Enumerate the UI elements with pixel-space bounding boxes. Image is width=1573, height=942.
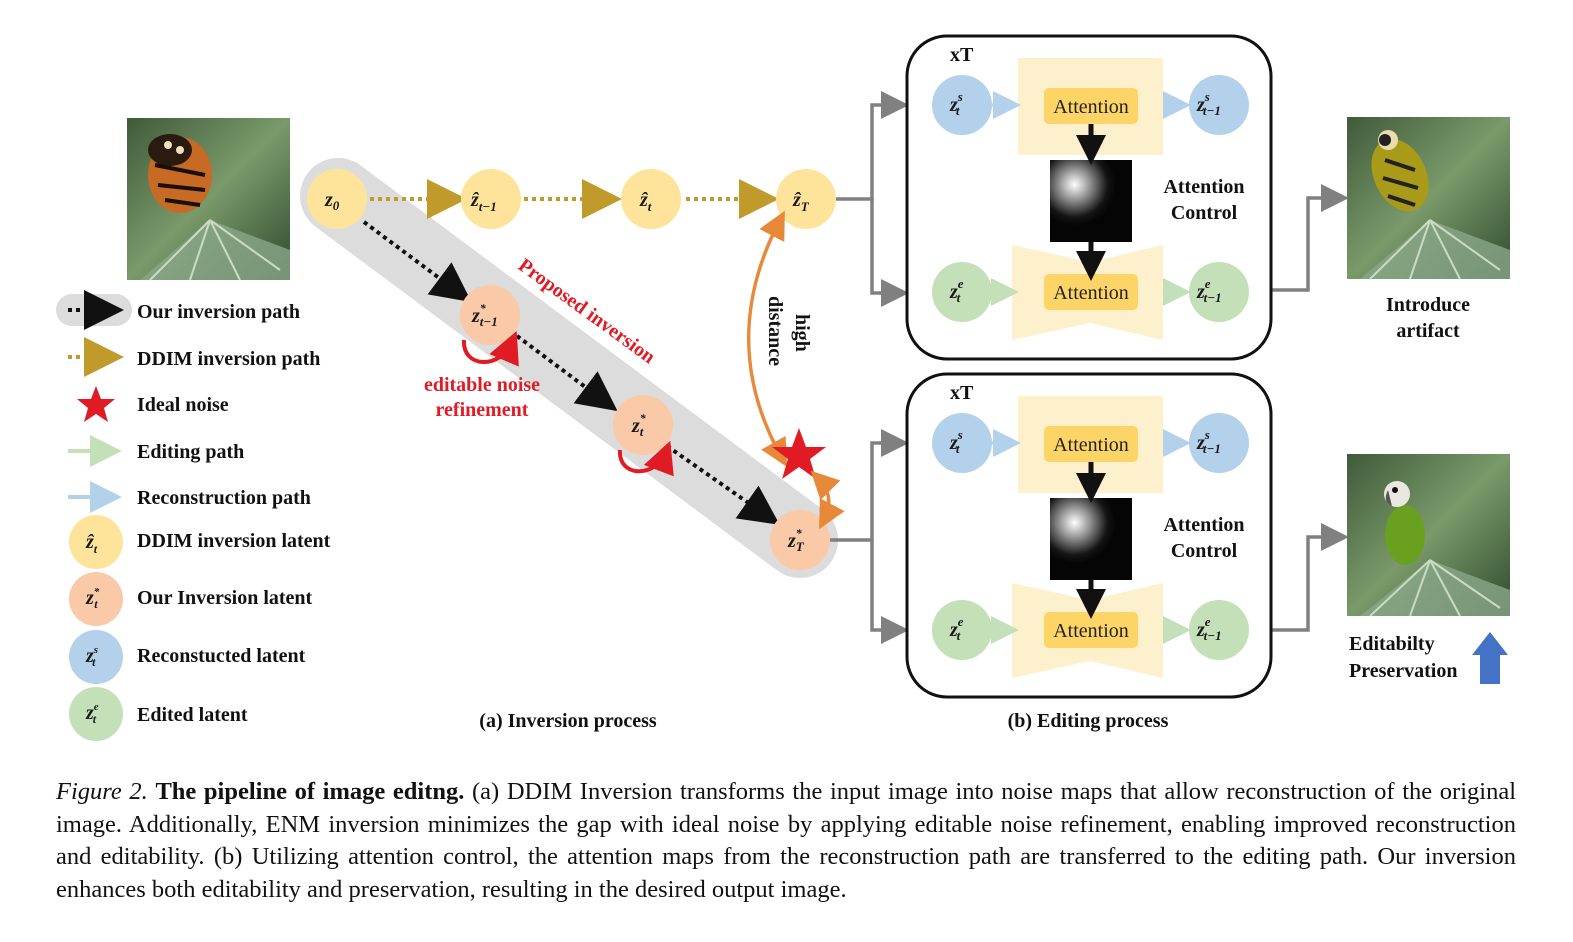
legend-item-our-latent: z*t Our Inversion latent xyxy=(69,572,313,626)
inversion-section-label: (a) Inversion process xyxy=(479,710,657,732)
legend-label: Ideal noise xyxy=(137,394,229,416)
pipeline-diagram: Our inversion path DDIM inversion path I… xyxy=(56,34,1510,741)
legend-item-ideal-noise: Ideal noise xyxy=(77,386,229,422)
blue-circle-icon xyxy=(69,630,123,684)
node-z0: z0 xyxy=(307,169,367,229)
attention-map-image xyxy=(1050,160,1132,242)
figure-caption: Figure 2. The pipeline of image editng. … xyxy=(56,776,1516,906)
refinement-loop-arrow xyxy=(617,440,674,477)
output-top-label: Introduce xyxy=(1386,294,1470,316)
legend-label: Edited latent xyxy=(137,704,248,726)
output-image-top xyxy=(1347,117,1510,280)
green-circle-icon xyxy=(69,687,123,741)
legend-label: DDIM inversion path xyxy=(137,348,320,370)
refinement-loop-arrow xyxy=(461,330,519,367)
node-zhat-t: ẑt xyxy=(621,169,681,229)
legend: Our inversion path DDIM inversion path I… xyxy=(56,290,331,741)
caption-title: The pipeline of image editng. xyxy=(155,778,465,805)
attention-label: Attention xyxy=(1053,96,1129,118)
svg-text:zst: zst xyxy=(949,427,963,456)
legend-label: Our Inversion latent xyxy=(137,587,313,609)
svg-text:zst: zst xyxy=(85,644,98,669)
orange-circle-icon xyxy=(69,572,123,626)
distance-label: distance xyxy=(764,296,786,366)
svg-text:zst: zst xyxy=(949,89,963,118)
attention-box-bottom xyxy=(1044,612,1138,648)
refinement-label: editable noise xyxy=(424,374,540,396)
svg-text:z*t: z*t xyxy=(631,411,647,439)
svg-text:zet: zet xyxy=(949,276,964,305)
inversion-process: z0 ẑt−1 ẑt ẑT z*t−1 z*t z*T editable xyxy=(300,158,845,732)
attention-control-label: Control xyxy=(1171,202,1238,224)
proposed-inversion-band xyxy=(300,158,838,578)
output-bottom-label: Preservation xyxy=(1349,660,1458,682)
distance-label: high xyxy=(791,314,813,352)
attention-map-image xyxy=(1050,498,1132,580)
refinement-label: refinement xyxy=(436,399,529,421)
legend-label: Reconstucted latent xyxy=(137,645,306,667)
connectors xyxy=(830,91,1349,644)
high-distance-arrow xyxy=(747,210,788,468)
legend-label: Our inversion path xyxy=(137,301,300,323)
legend-item-editing-path: Editing path xyxy=(68,435,244,467)
legend-item-ddim-inversion-path: DDIM inversion path xyxy=(68,337,320,377)
input-image xyxy=(127,118,290,281)
legend-label: Editing path xyxy=(137,441,244,463)
attention-box-top xyxy=(1044,88,1138,124)
attention-control-label: Attention xyxy=(1163,514,1244,536)
legend-label: Reconstruction path xyxy=(137,487,311,509)
yellow-circle-icon xyxy=(69,515,123,569)
svg-text:z*t: z*t xyxy=(85,586,100,611)
node-zhat-T: ẑT xyxy=(776,169,836,229)
attention-label: Attention xyxy=(1053,620,1129,642)
legend-item-reconstruction-path: Reconstruction path xyxy=(68,481,311,513)
our-path-arrow xyxy=(515,334,618,412)
node-zhat-t-1: ẑt−1 xyxy=(461,169,521,229)
node-zstar-t: z*t xyxy=(613,395,673,455)
attention-control-label: Attention xyxy=(1163,176,1244,198)
repeat-label: xT xyxy=(950,44,974,66)
red-star-icon xyxy=(77,386,115,422)
svg-text:zet: zet xyxy=(85,701,99,726)
svg-text:zet: zet xyxy=(949,614,964,643)
svg-text:z*T: z*T xyxy=(787,526,805,554)
attention-label: Attention xyxy=(1053,282,1129,304)
node-zstar-t-1: z*t−1 xyxy=(460,285,520,345)
attention-box-bottom xyxy=(1044,274,1138,310)
node-zstar-T: z*T xyxy=(770,510,830,570)
caption-body: (a) DDIM Inversion transforms the input … xyxy=(56,778,1516,903)
butterfly-icon xyxy=(148,134,212,213)
output-bottom-label: Editabilty xyxy=(1349,633,1435,655)
output-image-bottom xyxy=(1347,454,1510,617)
attention-box-top xyxy=(1044,426,1138,462)
legend-item-ddim-latent: ẑt DDIM inversion latent xyxy=(69,515,331,569)
legend-item-our-inversion-path: Our inversion path xyxy=(56,290,300,330)
caption-figure-label: Figure 2. xyxy=(56,778,148,805)
attention-label: Attention xyxy=(1053,434,1129,456)
svg-text:z*t−1: z*t−1 xyxy=(471,301,498,329)
up-arrow-icon xyxy=(1472,632,1508,684)
legend-label: DDIM inversion latent xyxy=(137,530,331,552)
attention-control-label: Control xyxy=(1171,540,1238,562)
small-distance-arrow xyxy=(810,470,845,530)
repeat-label: xT xyxy=(950,382,974,404)
our-path-arrow xyxy=(665,444,780,525)
output-top-label: artifact xyxy=(1396,320,1460,342)
editing-section-label: (b) Editing process xyxy=(1008,710,1169,732)
ideal-noise-star-icon xyxy=(772,428,826,479)
